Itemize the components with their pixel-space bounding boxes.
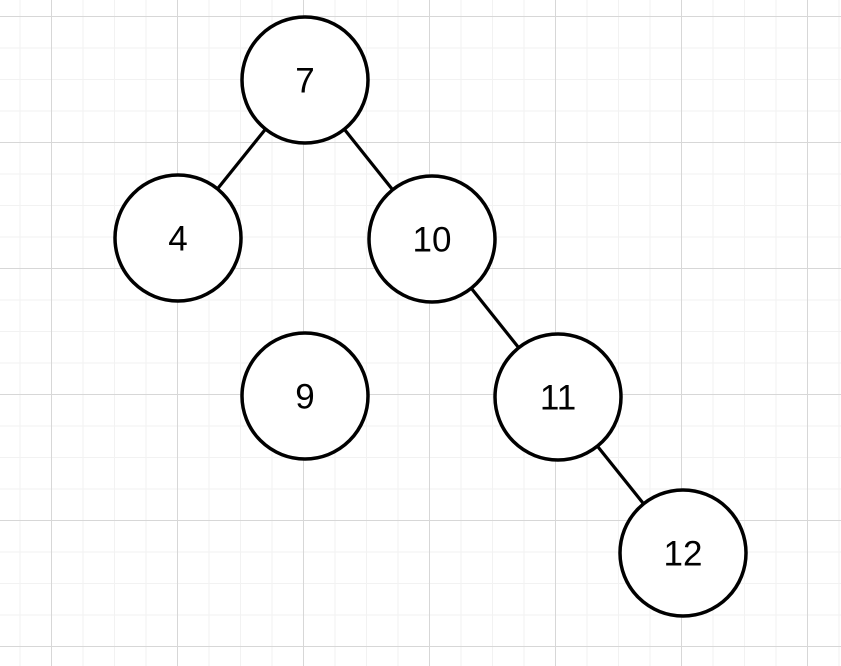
node-circle-11[interactable] <box>493 332 623 462</box>
node-circle-10[interactable] <box>367 174 497 304</box>
node-circle-9[interactable] <box>240 331 370 461</box>
tree-node-9[interactable]: 9 <box>240 331 370 461</box>
node-circle-12[interactable] <box>618 488 748 618</box>
tree-node-7[interactable]: 7 <box>240 15 370 145</box>
tree-node-10[interactable]: 10 <box>367 174 497 304</box>
tree-node-12[interactable]: 12 <box>618 488 748 618</box>
tree-node-4[interactable]: 4 <box>113 173 243 303</box>
tree-node-11[interactable]: 11 <box>493 332 623 462</box>
node-circle-4[interactable] <box>113 173 243 303</box>
node-circle-7[interactable] <box>240 15 370 145</box>
